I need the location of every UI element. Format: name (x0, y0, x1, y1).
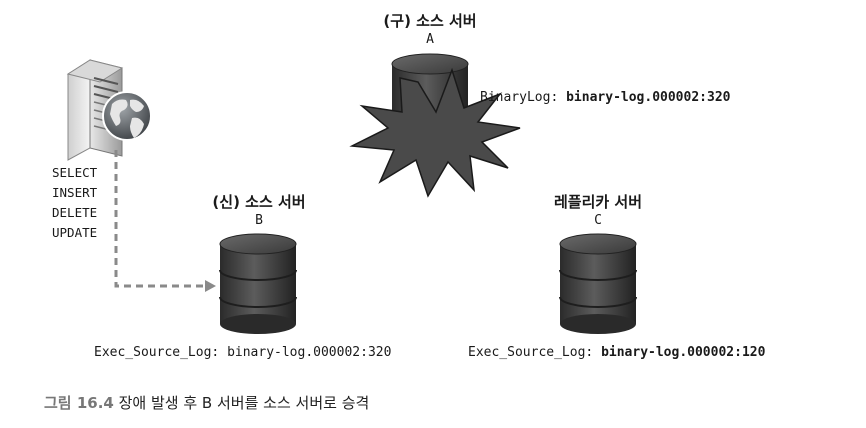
command-item: DELETE (52, 205, 98, 220)
server-c-exec-log: Exec_Source_Log: binary-log.000002:120 (468, 345, 765, 360)
figure-caption: 그림 16.4 장애 발생 후 B 서버를 소스 서버로 승격 (44, 392, 369, 413)
server-a-title: (구) 소스 서버 (383, 12, 477, 30)
server-c-db-icon (559, 233, 637, 334)
server-c-title: 레플리카 서버 (553, 193, 643, 211)
client-commands: SELECT INSERT DELETE UPDATE (52, 163, 97, 243)
server-a-letter: A (426, 32, 434, 47)
server-a-binlog: BinaryLog: binary-log.000002:320 (480, 90, 730, 105)
exec-value: binary-log.000002:320 (227, 345, 392, 360)
globe-icon (102, 91, 152, 141)
failure-burst-icon (349, 67, 521, 198)
exec-label: Exec_Source_Log: (94, 345, 220, 360)
command-item: INSERT (52, 185, 98, 200)
exec-label: Exec_Source_Log: (468, 345, 594, 360)
caption-text: 장애 발생 후 B 서버를 소스 서버로 승격 (118, 394, 370, 412)
server-b-exec-log: Exec_Source_Log: binary-log.000002:320 (94, 345, 391, 360)
server-b-letter: B (255, 213, 263, 228)
command-item: UPDATE (52, 225, 98, 240)
server-c-letter: C (594, 213, 602, 228)
binlog-value: binary-log.000002:320 (566, 90, 731, 105)
server-b-title: (신) 소스 서버 (212, 193, 306, 211)
server-b-db-icon (219, 233, 297, 334)
query-arrow (114, 150, 216, 292)
exec-value: binary-log.000002:120 (601, 345, 766, 360)
figure-number: 그림 16.4 (44, 394, 114, 412)
command-item: SELECT (52, 165, 98, 180)
binlog-label: BinaryLog: (480, 90, 559, 105)
